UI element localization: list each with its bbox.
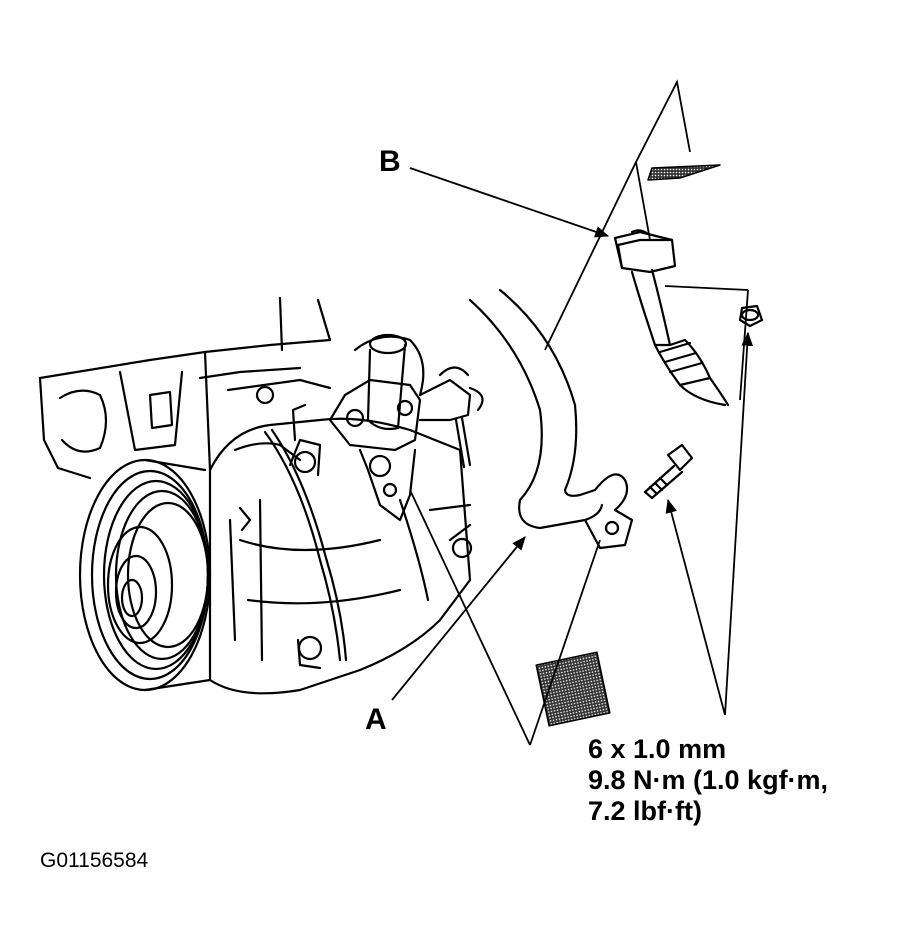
figure-id: G01156584 bbox=[40, 849, 149, 872]
leader-oring bbox=[664, 285, 749, 291]
wire-harness bbox=[263, 428, 430, 662]
leader-pad bbox=[529, 539, 601, 746]
sealant-patch bbox=[535, 651, 611, 727]
bolt-size: 6 x 1.0 mm bbox=[588, 734, 727, 764]
leader-manifold bbox=[544, 161, 637, 351]
compressor-manifold bbox=[328, 333, 484, 522]
mounting-bolt bbox=[643, 443, 694, 500]
leader-triangle-right bbox=[635, 161, 651, 241]
callout-label-a: A bbox=[365, 703, 387, 736]
compressor-body bbox=[208, 403, 473, 695]
packing-pad bbox=[647, 164, 721, 181]
torque-line-2: 7.2 lbf·ft) bbox=[588, 796, 702, 826]
engine-bracket bbox=[38, 296, 332, 480]
leader-spec-bolt bbox=[665, 498, 726, 716]
leader-pad-left bbox=[409, 489, 531, 746]
leader-b bbox=[409, 167, 610, 238]
torque-line-1: 9.8 N·m (1.0 kgf·m, bbox=[588, 765, 829, 795]
leader-triangle bbox=[635, 79, 691, 163]
compressor-pulley bbox=[78, 458, 212, 692]
bolt-torque-spec: 6 x 1.0 mm 9.8 N·m (1.0 kgf·m, 7.2 lbf·f… bbox=[588, 734, 828, 827]
suction-line-b bbox=[613, 229, 730, 407]
discharge-line-a bbox=[468, 288, 634, 550]
leader-spec-oring bbox=[724, 331, 754, 716]
callout-label-b: B bbox=[379, 145, 401, 178]
o-ring bbox=[738, 304, 764, 328]
leader-a bbox=[391, 536, 526, 701]
